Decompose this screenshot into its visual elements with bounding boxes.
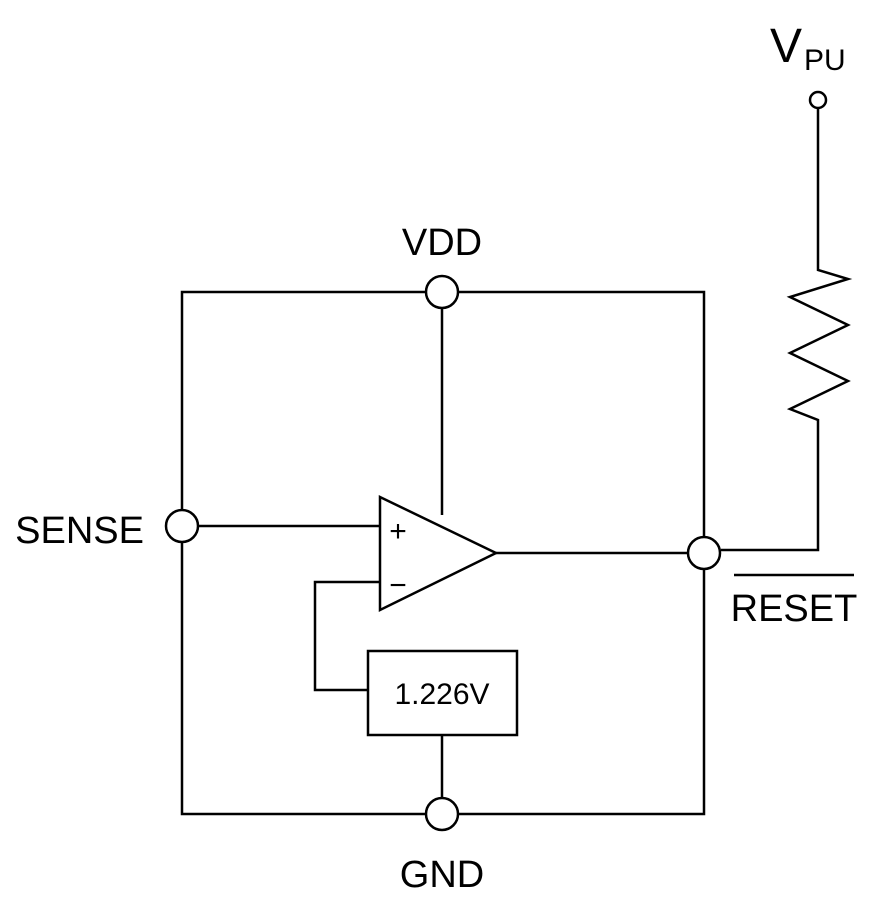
vpu-label-subscript: PU: [804, 44, 846, 77]
minus-sign: −: [389, 569, 407, 602]
reset-pin: [686, 535, 722, 571]
sense-label: SENSE: [15, 510, 144, 552]
vdd-pin: [424, 274, 460, 310]
reset-label: RESET: [731, 588, 858, 630]
vdd-label: VDD: [402, 222, 482, 264]
vpu-label-main: V: [770, 20, 802, 73]
comparator-triangle: [378, 495, 499, 613]
plus-sign: +: [389, 515, 407, 548]
gnd-pin: [424, 796, 460, 832]
reference-to-minus-wire: [313, 580, 380, 692]
sense-pin: [164, 508, 200, 544]
reference-voltage-label: 1.226V: [394, 678, 489, 711]
gnd-label: GND: [400, 854, 484, 896]
vpu-terminal: [808, 90, 828, 110]
pullup-resistor: [786, 262, 853, 430]
vpu-label: VPU: [770, 20, 846, 77]
reset-to-resistor-wire: [721, 430, 820, 552]
